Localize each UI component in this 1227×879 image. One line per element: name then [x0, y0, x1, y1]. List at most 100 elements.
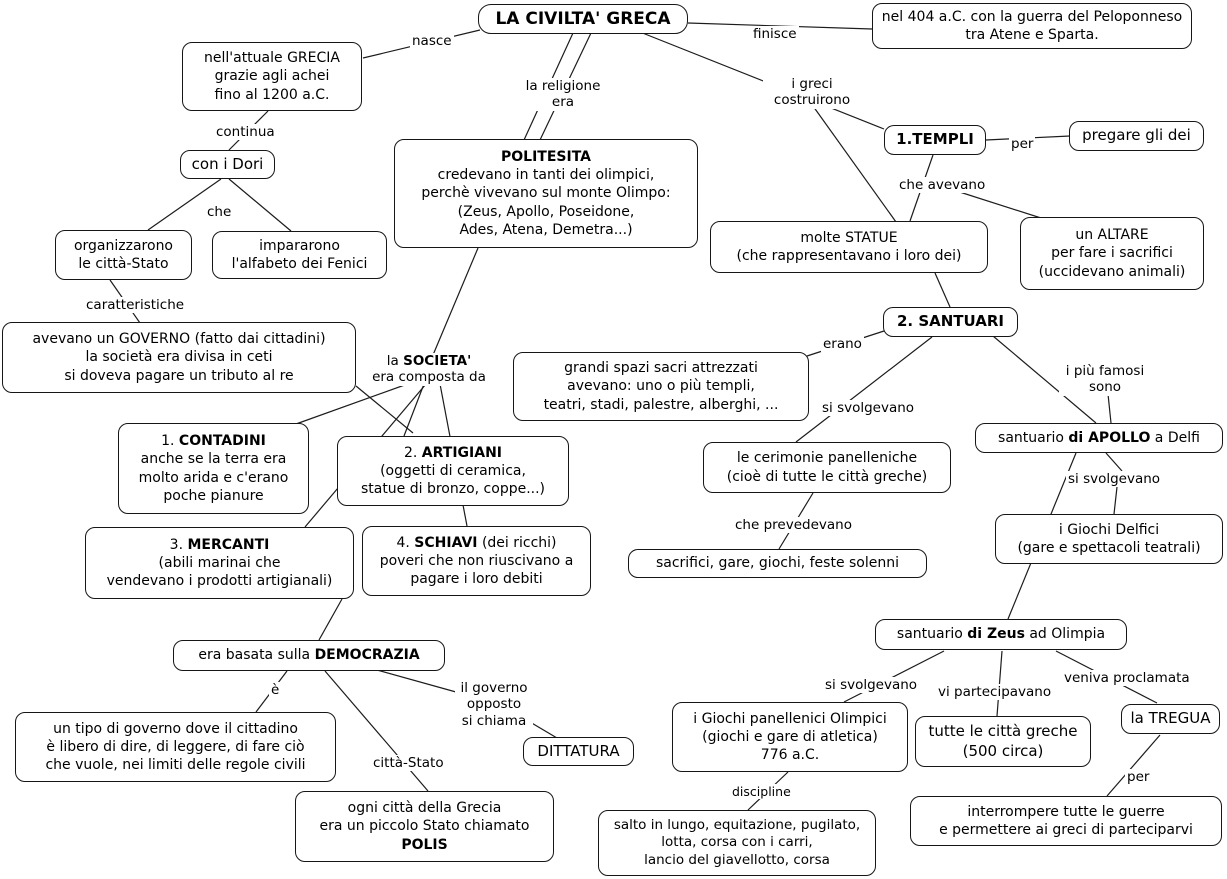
edge-label-che-prevedevano[interactable]: che prevedevano	[733, 517, 854, 534]
node-type-of-government[interactable]: un tipo di governo dove il cittadino è l…	[15, 712, 336, 782]
node-text-line: la TREGUA	[1130, 709, 1211, 728]
node-sanctuaries[interactable]: 2. SANTUARI	[883, 307, 1018, 337]
node-text-line: e permettere ai greci di parteciparvi	[939, 822, 1193, 838]
node-slaves[interactable]: 4. SCHIAVI (dei ricchi) poveri che non r…	[362, 526, 591, 596]
node-polis[interactable]: ogni città della Grecia era un piccolo S…	[295, 791, 554, 862]
node-text-line: credevano in tanti dei olimpici,	[437, 167, 655, 184]
node-text-line: nel 404 a.C. con la guerra del Peloponne…	[881, 8, 1183, 25]
edge-label-che-avevano[interactable]: che avevano	[897, 177, 988, 194]
node-text-line: grazie agli achei	[214, 68, 330, 85]
node-text-line: (Zeus, Apollo, Poseidone,	[457, 203, 635, 220]
edge-label-si-svolgevano[interactable]: si svolgevano	[823, 677, 920, 694]
node-text-line: ogni città della Grecia	[347, 800, 502, 817]
node-text-line: (gare e spettacoli teatrali)	[1017, 540, 1201, 556]
node-polytheism[interactable]: POLITESITA credevano in tanti dei olimpi…	[394, 139, 698, 248]
node-text-line: POLIS	[401, 836, 448, 853]
edge-label-text: i greci	[791, 76, 833, 92]
edge-label-text: la religione	[525, 78, 601, 94]
node-text-line: 3. MERCANTI	[169, 536, 270, 553]
node-text-line: nell'attuale GRECIA	[204, 50, 340, 67]
node-text-line: molte STATUE	[800, 229, 898, 246]
node-text-line: 2. ARTIGIANI	[403, 444, 503, 461]
node-text-line: un tipo di governo dove il cittadino	[53, 720, 298, 737]
edge-label-discipline[interactable]: discipline	[730, 784, 793, 800]
node-text-line: anche se la terra era	[140, 451, 287, 468]
node-text-line: (oggetti di ceramica,	[380, 462, 526, 479]
edge-label-text: discipline	[732, 784, 791, 799]
node-sacrifices-games-feasts[interactable]: sacrifici, gare, giochi, feste solenni	[628, 549, 927, 578]
node-stop-wars[interactable]: interrompere tutte le guerre e permetter…	[910, 796, 1222, 846]
node-organized-city-states[interactable]: organizzarono le città-Stato	[55, 230, 192, 280]
node-temples[interactable]: 1.TEMPLI	[884, 125, 986, 155]
edge-label-i-greci-costruirono[interactable]: i greci costruirono	[763, 76, 861, 109]
edge-label-text: si svolgevano	[822, 400, 915, 416]
node-sanctuary-of-zeus[interactable]: santuario di Zeus ad Olimpia	[875, 619, 1127, 650]
edge-label-vi-partecipavano[interactable]: vi partecipavano	[936, 684, 1054, 701]
edge-label-il-governo-opposto[interactable]: il governo opposto si chiama	[455, 680, 533, 730]
node-olympic-games[interactable]: i Giochi panellenici Olimpici (giochi e …	[672, 702, 908, 772]
edge-label-si-svolgevano[interactable]: si svolgevano	[1066, 471, 1163, 488]
node-sacred-spaces[interactable]: grandi spazi sacri attrezzati avevano: u…	[513, 352, 809, 421]
node-birth-in-greece[interactable]: nell'attuale GRECIA grazie agli achei fi…	[182, 42, 362, 111]
edge-label-che[interactable]: che	[205, 204, 234, 221]
node-text-line: lotta, corsa con i carri,	[661, 834, 813, 851]
edge-label-e[interactable]: è	[269, 682, 282, 699]
edge-label-text: che avevano	[899, 177, 986, 193]
edge-label-text: si chiama	[461, 712, 527, 729]
node-text-line: 4. SCHIAVI (dei ricchi)	[396, 534, 557, 551]
node-sanctuary-of-apollo[interactable]: santuario di APOLLO a Delfi	[975, 423, 1223, 453]
node-title-text: LA CIVILTA' GRECA	[495, 8, 671, 29]
node-text-line: molto arida e c'erano	[138, 469, 289, 486]
edge-label-text: costruirono	[773, 92, 851, 109]
node-pray-to-gods[interactable]: pregare gli dei	[1069, 121, 1204, 151]
node-dori[interactable]: con i Dori	[180, 150, 275, 179]
node-artisans[interactable]: 2. ARTIGIANI (oggetti di ceramica, statu…	[337, 436, 569, 506]
edge-label-text: che prevedevano	[735, 517, 852, 533]
edge-label-veniva-proclamata[interactable]: veniva proclamata	[1062, 670, 1192, 687]
node-delphic-games[interactable]: i Giochi Delfici (gare e spettacoli teat…	[995, 514, 1223, 564]
edge-label-text: per	[1127, 769, 1150, 785]
edge-label-caratteristiche[interactable]: caratteristiche	[84, 297, 187, 314]
node-farmers[interactable]: 1. CONTADINI anche se la terra era molto…	[118, 423, 309, 514]
edge-label-citta-stato[interactable]: città-Stato	[371, 755, 446, 772]
node-title[interactable]: LA CIVILTA' GRECA	[478, 4, 688, 34]
node-text-line: impararono	[259, 237, 340, 254]
edge-label-finisce[interactable]: finisce	[751, 26, 799, 43]
node-text-line: per fare i sacrifici	[1051, 245, 1173, 262]
node-text-line: POLITESITA	[501, 149, 591, 166]
edge-label-text: vi partecipavano	[938, 684, 1052, 700]
node-text-line: perchè vivevano sul monte Olimpo:	[421, 185, 671, 202]
node-olympic-disciplines[interactable]: salto in lungo, equitazione, pugilato, l…	[598, 810, 876, 876]
node-peloponnesian-war[interactable]: nel 404 a.C. con la guerra del Peloponne…	[872, 3, 1192, 49]
edge-label-si-svolgevano[interactable]: si svolgevano	[820, 400, 917, 417]
node-text-line: sacrifici, gare, giochi, feste solenni	[655, 555, 900, 572]
node-government-characteristics[interactable]: avevano un GOVERNO (fatto dai cittadini)…	[2, 322, 356, 393]
node-altar[interactable]: un ALTARE per fare i sacrifici (uccideva…	[1020, 217, 1204, 290]
node-democracy[interactable]: era basata sulla DEMOCRAZIA	[173, 640, 445, 671]
edge-label-la-societa[interactable]: la SOCIETA' era composta da	[366, 353, 492, 386]
edge-label-la-religione-era[interactable]: la religione era	[520, 78, 606, 111]
node-text-line: salto in lungo, equitazione, pugilato,	[613, 816, 861, 833]
node-text-line: santuario di Zeus ad Olimpia	[896, 626, 1106, 643]
node-text-line: era un piccolo Stato chiamato	[319, 818, 530, 835]
edge-label-nasce[interactable]: nasce	[410, 33, 454, 50]
node-dictatorship[interactable]: DITTATURA	[523, 737, 634, 766]
node-text-line: è libero di dire, di leggere, di fare ci…	[46, 738, 305, 755]
node-text-line: fino al 1200 a.C.	[214, 86, 330, 103]
node-statues[interactable]: molte STATUE (che rappresentavano i loro…	[710, 221, 988, 273]
edge-label-per[interactable]: per	[1009, 136, 1036, 153]
edge-label-per[interactable]: per	[1125, 769, 1152, 786]
node-all-greek-cities[interactable]: tutte le città greche (500 circa)	[915, 716, 1091, 767]
node-text-line: 1. CONTADINI	[161, 433, 266, 450]
node-text-line: poche pianure	[163, 487, 264, 504]
node-panhellenic-ceremonies[interactable]: le cerimonie panelleniche (cioè di tutte…	[703, 442, 951, 493]
edge-label-i-piu-famosi-sono[interactable]: i più famosi sono	[1059, 363, 1151, 396]
edge-label-erano[interactable]: erano	[821, 336, 864, 353]
node-learned-phoenician-alphabet[interactable]: impararono l'alfabeto dei Fenici	[212, 231, 387, 279]
node-text-line: statue di bronzo, coppe...)	[360, 481, 546, 498]
node-merchants[interactable]: 3. MERCANTI (abili marinai che vendevano…	[85, 527, 354, 599]
edge-label-text: i più famosi	[1065, 363, 1145, 379]
edge-label-continua[interactable]: continua	[214, 124, 277, 141]
node-truce[interactable]: la TREGUA	[1121, 704, 1220, 734]
